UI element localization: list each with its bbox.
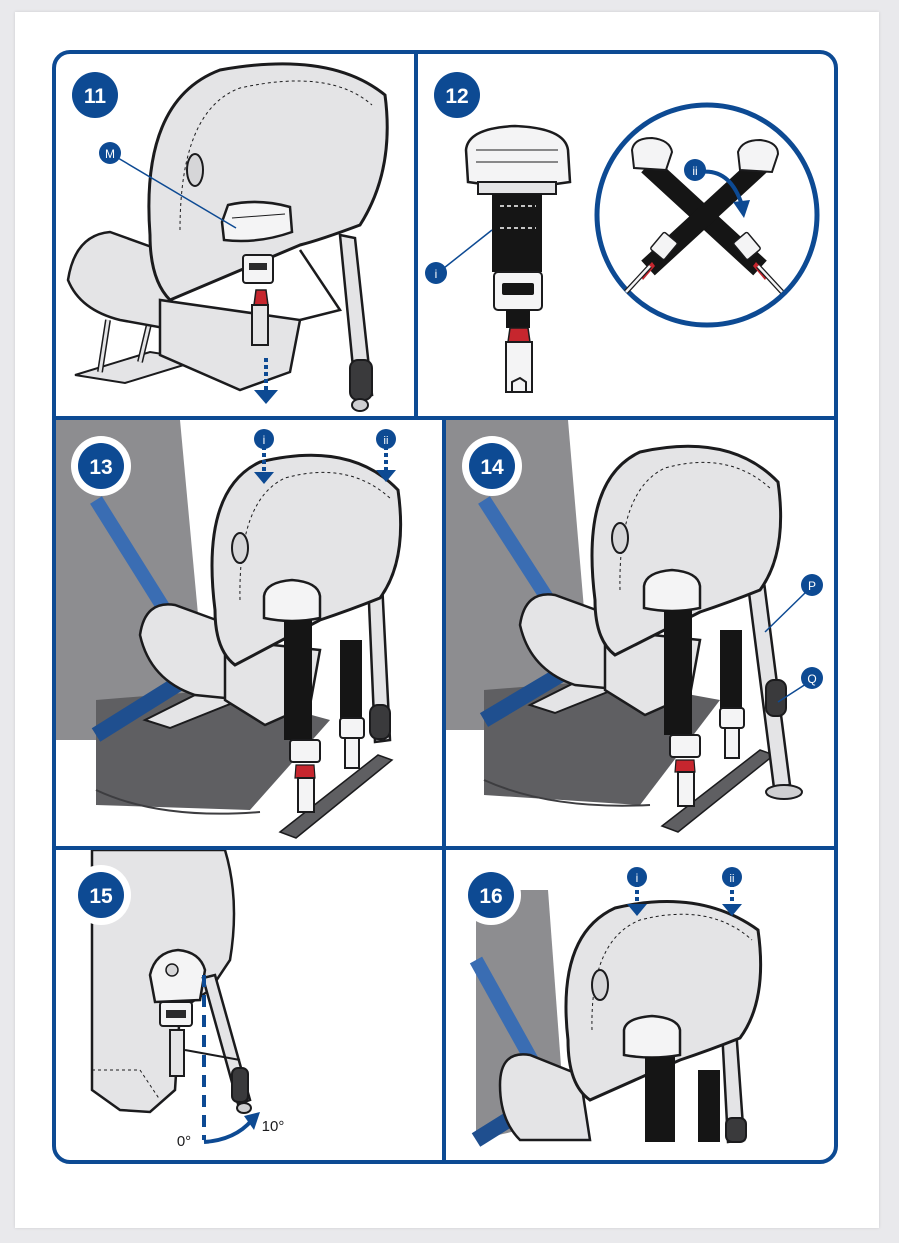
panel-12-illustration <box>443 102 820 393</box>
step-badge-11: 11 <box>67 67 123 123</box>
step-badge-13: 13 <box>71 436 131 496</box>
step-badge-14: 14 <box>462 436 522 496</box>
tilt-angle-arrow <box>203 1118 254 1144</box>
callout-13-ii: ii <box>376 429 396 449</box>
callout-label: P <box>808 579 816 593</box>
step-number: 11 <box>84 85 107 108</box>
angle-label-0: 0° <box>177 1133 191 1150</box>
callout-16-ii: ii <box>722 867 742 887</box>
callout-q: Q <box>801 667 823 689</box>
callout-p: P <box>801 574 823 596</box>
callout-label: ii <box>692 164 697 178</box>
panel-13-illustration <box>56 420 403 839</box>
callout-label: M <box>105 147 115 161</box>
step-number: 14 <box>480 456 504 479</box>
step-number: 15 <box>89 885 113 908</box>
callout-m: M <box>99 142 121 164</box>
step-badge-15: 15 <box>71 865 131 925</box>
step-badge-12: 12 <box>429 67 485 123</box>
callout-label: Q <box>807 672 816 686</box>
callout-13-i: i <box>254 429 274 449</box>
panel-11-illustration <box>66 62 389 412</box>
step-number: 16 <box>479 885 502 908</box>
angle-label-10: 10° <box>262 1118 285 1135</box>
push-down-arrow <box>254 358 278 404</box>
callout-12-i: i <box>425 262 447 284</box>
step-badge-16: 16 <box>461 865 521 925</box>
step-number: 13 <box>89 456 112 479</box>
callout-16-i: i <box>627 867 647 887</box>
callout-label: i <box>435 267 438 281</box>
callout-label: i <box>636 871 639 885</box>
callout-12-ii: ii <box>684 159 706 181</box>
panel-15-illustration <box>90 850 260 1144</box>
step-number: 12 <box>445 85 468 108</box>
panel-14-illustration <box>446 420 807 833</box>
crossed-straps-detail <box>624 136 784 294</box>
panel-16-illustration <box>469 876 763 1147</box>
callout-label: ii <box>730 873 735 885</box>
callout-label: i <box>263 433 266 447</box>
callout-label: ii <box>384 435 389 447</box>
